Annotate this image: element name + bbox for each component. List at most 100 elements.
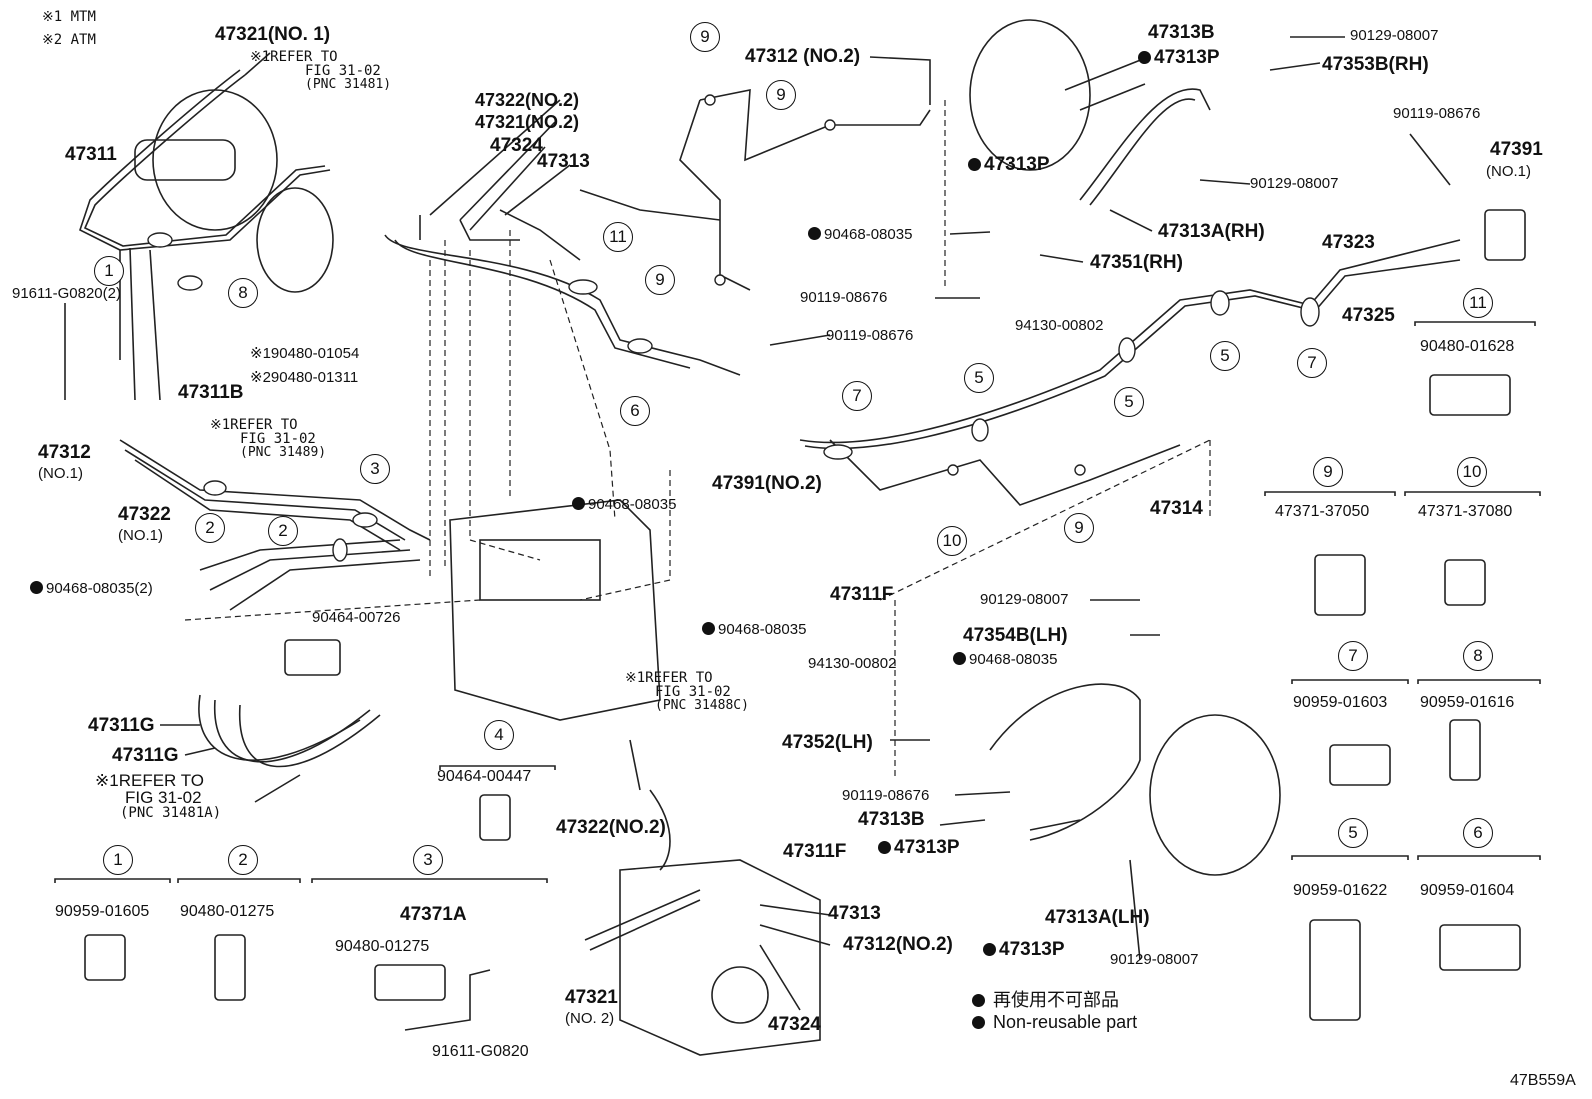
part-47312: 47312 — [38, 442, 91, 463]
ref-line: ※1REFER TO — [95, 771, 205, 790]
brake-hose-lh — [989, 683, 1141, 841]
part-47313p-top: 47313P — [1138, 48, 1220, 67]
callout-1-group: 1 — [103, 845, 133, 875]
callout-9a: 9 — [690, 22, 720, 52]
part-47313b-top: 47313B — [1148, 22, 1215, 43]
ref-line: FIG 31-02 — [125, 788, 202, 807]
non-reusable-dot — [30, 581, 43, 594]
callout-5a: 5 — [964, 363, 994, 393]
clamp-2-part: 90480-01275 — [180, 903, 275, 920]
callout-9d: 9 — [1064, 513, 1094, 543]
ref-line: FIG 31-02 — [305, 63, 381, 79]
part-90480-01311: ※290480-01311 — [250, 369, 359, 386]
callout-1: 1 — [94, 256, 124, 286]
part-text: 90468-08035 — [824, 226, 913, 243]
part-47321-no1: 47321(NO. 1) — [215, 24, 331, 45]
part-47325: 47325 — [1342, 305, 1395, 326]
part-47324-low: 47324 — [768, 1014, 821, 1035]
part-47311: 47311 — [65, 144, 117, 165]
callout-7-group: 7 — [1338, 641, 1368, 671]
clamp-3-title: 47371A — [400, 904, 467, 925]
callout-9c: 9 — [645, 265, 675, 295]
part-47313a-rh: 47313A(RH) — [1158, 221, 1265, 242]
part-47322: 47322 — [118, 504, 171, 525]
note-atm: ※2 ATM — [42, 32, 96, 48]
clamp-4-part: 90464-00447 — [437, 768, 532, 785]
non-reusable-dot — [878, 841, 891, 854]
part-47312-no1: (NO.1) — [38, 465, 83, 482]
part-47313-top: 47313 — [537, 151, 590, 172]
clamp-10-part: 47371-37080 — [1418, 503, 1513, 520]
note-mtm: ※1 MTM — [42, 9, 96, 25]
part-text: 90468-08035 — [969, 651, 1058, 668]
clamp-3-sub: 90480-01275 — [335, 938, 430, 955]
part-90468-08035-2: 90468-08035(2) — [30, 581, 153, 596]
callout-5b: 5 — [1114, 387, 1144, 417]
legend-jp-text: 再使用不可部品 — [993, 990, 1120, 1010]
callout-9-group: 9 — [1313, 457, 1343, 487]
ref-line: (PNC 31489) — [240, 445, 327, 460]
non-reusable-dot — [808, 227, 821, 240]
part-47391: 47391 — [1490, 139, 1543, 160]
part-47313-low: 47313 — [828, 903, 881, 924]
part-90119-08676-far: 90119-08676 — [1393, 105, 1481, 122]
part-90468-08035-rh: 90468-08035 — [808, 227, 912, 242]
brake-booster-rear — [256, 187, 334, 293]
diagram-code: 47B559A — [1510, 1072, 1576, 1089]
part-text: 47313P — [999, 939, 1065, 960]
part-47311b: 47311B — [178, 382, 244, 403]
part-90129-08007-rh2: 90129-08007 — [1250, 175, 1339, 192]
part-47352-lh: 47352(LH) — [782, 732, 873, 753]
part-47313p-lh2: 47313P — [983, 940, 1065, 959]
legend-jp: 再使用不可部品 — [972, 986, 1119, 1012]
callout-7a: 7 — [842, 381, 872, 411]
callout-9b: 9 — [766, 80, 796, 110]
part-47321-low: 47321 — [565, 987, 618, 1008]
callout-6-group: 6 — [1463, 818, 1493, 848]
callout-10a: 10 — [937, 526, 967, 556]
part-90129-08007-top: 90129-08007 — [1350, 27, 1439, 44]
part-47321-no2-low: (NO. 2) — [565, 1010, 615, 1027]
callout-11a: 11 — [603, 222, 633, 252]
part-47311g-a: 47311G — [88, 715, 155, 736]
part-text: 90468-08035 — [588, 496, 677, 513]
part-text: 47313P — [1154, 47, 1220, 68]
part-47312-no2-top: 47312 (NO.2) — [745, 46, 861, 67]
ref-note-31489: ※1REFER TO FIG 31-02 (PNC 31489) — [210, 418, 326, 459]
part-90119-08676-lh: 90119-08676 — [842, 787, 930, 804]
brake-line-top — [384, 234, 741, 376]
part-47391-no1: (NO.1) — [1486, 163, 1531, 180]
master-cylinder — [134, 139, 236, 181]
part-text: 90468-08035 — [718, 621, 807, 638]
part-90129-08007-lh: 90129-08007 — [980, 591, 1069, 608]
ref-line: (PNC 31488C) — [655, 698, 749, 713]
callout-3-group: 3 — [413, 845, 443, 875]
callout-8: 8 — [228, 278, 258, 308]
brake-line-bundle-left — [79, 69, 331, 251]
callout-7b: 7 — [1297, 348, 1327, 378]
non-reusable-dot — [702, 622, 715, 635]
part-47313a-lh: 47313A(LH) — [1045, 907, 1150, 928]
clamp-3-bolt: 91611-G0820 — [432, 1043, 529, 1060]
legend-en: Non-reusable part — [972, 1012, 1137, 1033]
non-reusable-dot — [983, 943, 996, 956]
part-47324-top: 47324 — [490, 135, 543, 156]
legend-dot — [972, 1016, 985, 1029]
brake-booster — [152, 89, 278, 231]
brake-line-long — [799, 239, 1461, 444]
part-47322-no2-top: 47322(NO.2) — [475, 90, 580, 110]
ref-note-31488c: ※1REFER TO FIG 31-02 (PNC 31488C) — [625, 671, 749, 712]
non-reusable-dot — [953, 652, 966, 665]
part-47311g-b: 47311G — [112, 745, 179, 766]
ref-line: FIG 31-02 — [240, 431, 316, 447]
legend-en-text: Non-reusable part — [993, 1012, 1138, 1032]
part-94130-00802-lh: 94130-00802 — [808, 655, 897, 672]
ref-line: (PNC 31481A) — [120, 805, 222, 821]
non-reusable-dot — [1138, 51, 1151, 64]
callout-2b: 2 — [268, 516, 298, 546]
part-47311f-low: 47311F — [783, 841, 847, 862]
abs-actuator — [449, 499, 661, 721]
ref-line: (PNC 31481) — [305, 77, 392, 92]
clamp-5-part: 90959-01622 — [1293, 882, 1388, 899]
